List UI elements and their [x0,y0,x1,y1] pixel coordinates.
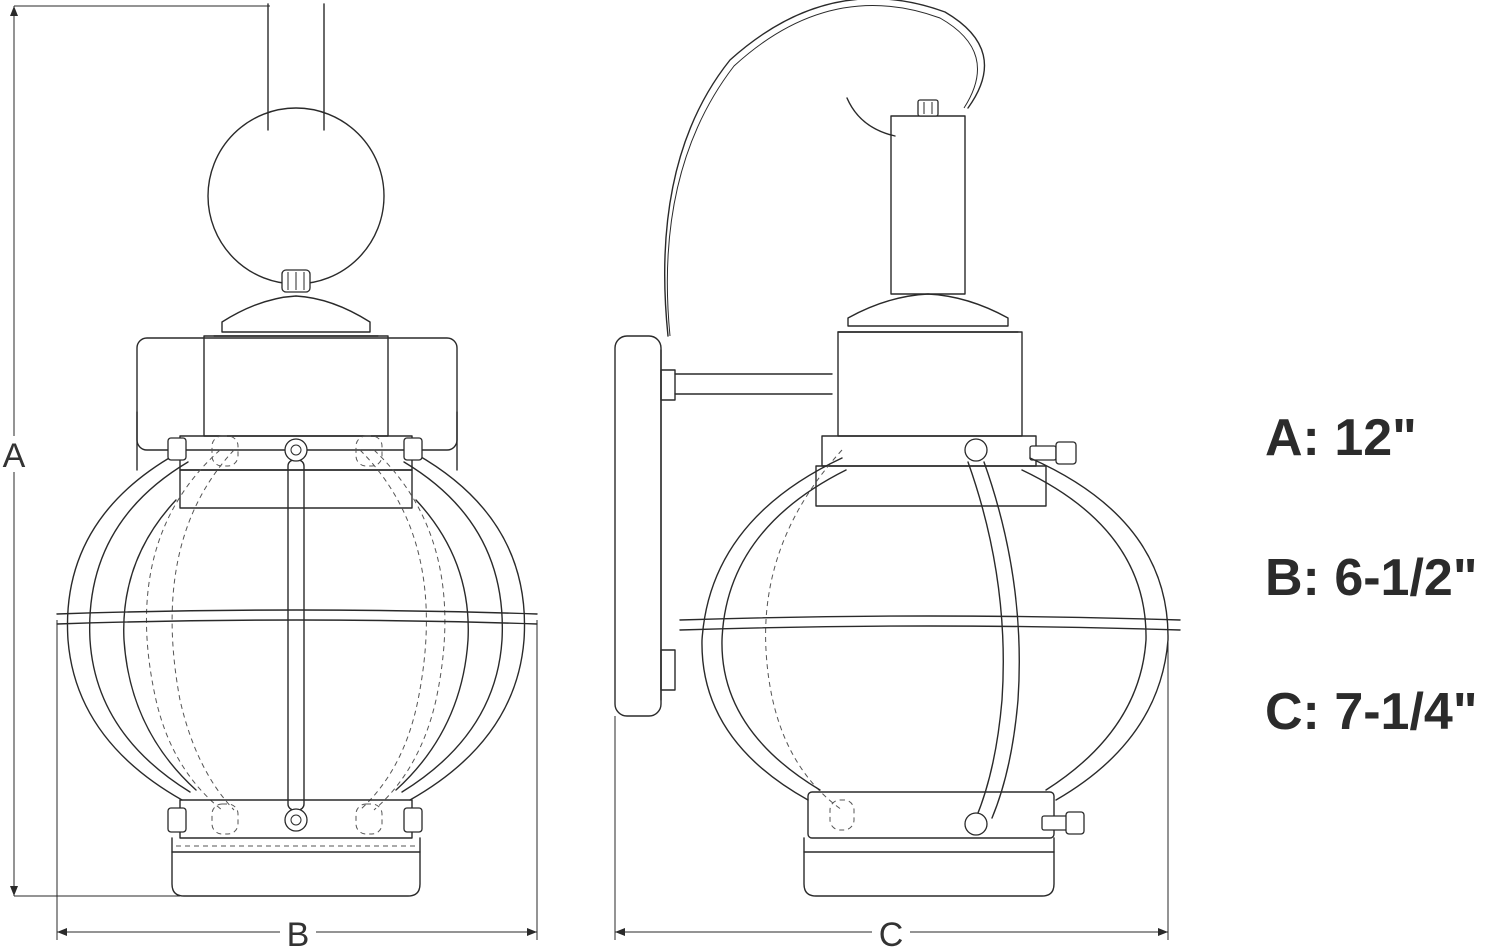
dimension-b: B [56,620,538,949]
legend-dimension-a: A: 12" [1265,409,1417,467]
dimension-c-label: C [879,916,904,949]
front-view-lantern [56,3,538,897]
dimension-a: A [0,5,270,897]
dimension-c: C [614,640,1169,949]
dimension-b-label: B [287,916,310,949]
dimension-a-label: A [3,437,26,475]
side-view-lantern [614,0,1181,897]
legend-dimension-c: C: 7-1/4" [1265,683,1478,741]
legend-dimension-b: B: 6-1/2" [1265,549,1478,607]
